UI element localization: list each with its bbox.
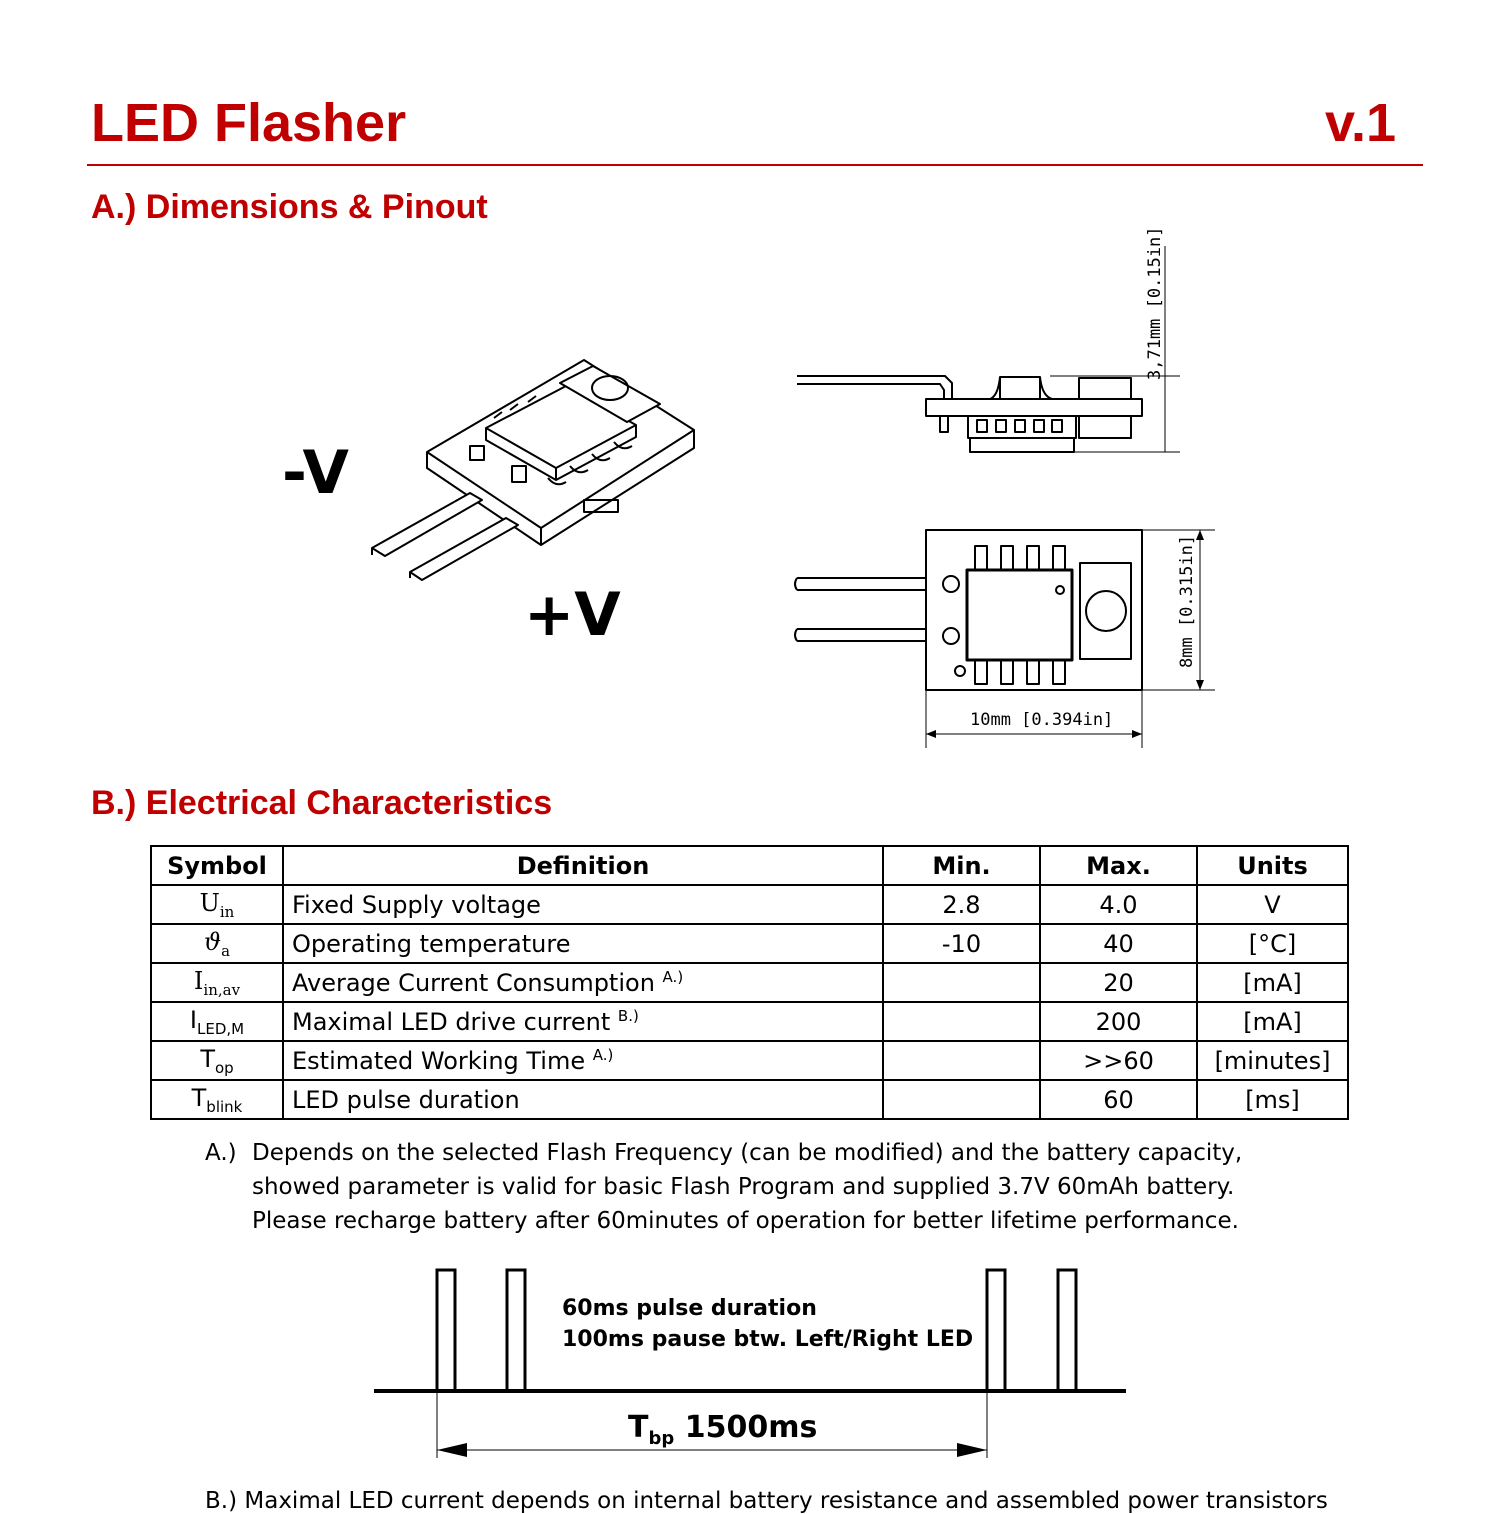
symbol-cell: Uin: [150, 884, 284, 925]
isometric-board-drawing: [371, 359, 695, 581]
definition-cell: LED pulse duration: [282, 1079, 884, 1120]
column-header-definition: Definition: [282, 845, 884, 886]
table-row: ϑa Operating temperature -10 40 [°C]: [150, 923, 1349, 964]
negative-pin-label: -V: [282, 438, 349, 508]
max-cell: 60: [1039, 1079, 1198, 1120]
units-cell: [minutes]: [1196, 1040, 1349, 1081]
period-label: Tbp 1500ms: [628, 1410, 818, 1449]
section-a-heading: A.) Dimensions & Pinout: [91, 188, 488, 226]
side-view-drawing: [797, 246, 1180, 453]
section-b-heading: B.) Electrical Characteristics: [91, 784, 553, 822]
min-cell: [882, 1040, 1041, 1081]
height-dimension-label: 3,71mm [0.15in]: [1145, 226, 1165, 380]
symbol-cell: Top: [150, 1040, 284, 1081]
definition-cell: Maximal LED drive current B.): [282, 1001, 884, 1042]
column-header-symbol: Symbol: [150, 845, 284, 886]
symbol-cell: Iin,av: [150, 962, 284, 1003]
footnote-marker: A.): [662, 968, 684, 986]
version-label: v.1: [1324, 93, 1396, 153]
positive-pin-label: +V: [524, 580, 621, 650]
units-cell: [°C]: [1196, 923, 1349, 964]
units-cell: V: [1196, 884, 1349, 925]
top-view-drawing: [794, 529, 1215, 748]
min-cell: [882, 962, 1041, 1003]
max-cell: >>60: [1039, 1040, 1198, 1081]
title-divider: [87, 164, 1423, 166]
units-cell: [ms]: [1196, 1079, 1349, 1120]
definition-cell: Operating temperature: [282, 923, 884, 964]
column-header-max: Max.: [1039, 845, 1198, 886]
table-row: Iin,av Average Current Consumption A.) 2…: [150, 962, 1349, 1003]
table-row: Top Estimated Working Time A.) >>60 [min…: [150, 1040, 1349, 1081]
timing-diagram: [374, 1268, 1126, 1458]
table-row: Tblink LED pulse duration 60 [ms]: [150, 1079, 1349, 1120]
pause-duration-label: 100ms pause btw. Left/Right LED: [562, 1327, 974, 1352]
width-dimension-label: 10mm [0.394in]: [970, 710, 1113, 730]
units-cell: [mA]: [1196, 1001, 1349, 1042]
max-cell: 200: [1039, 1001, 1198, 1042]
pulse-duration-label: 60ms pulse duration: [562, 1296, 817, 1321]
max-cell: 4.0: [1039, 884, 1198, 925]
table-row: ILED,M Maximal LED drive current B.) 200…: [150, 1001, 1349, 1042]
symbol-cell: ϑa: [150, 923, 284, 964]
min-cell: [882, 1001, 1041, 1042]
min-cell: 2.8: [882, 884, 1041, 925]
symbol-cell: Tblink: [150, 1079, 284, 1120]
symbol-cell: ILED,M: [150, 1001, 284, 1042]
min-cell: [882, 1079, 1041, 1120]
page-title: LED Flasher: [91, 93, 407, 153]
definition-cell: Average Current Consumption A.): [282, 962, 884, 1003]
footnote-a-text: Depends on the selected Flash Frequency …: [252, 1140, 1243, 1234]
footnote-marker: A.): [592, 1046, 614, 1064]
electrical-characteristics-table: Symbol Definition Min. Max. Units Uin Fi…: [150, 845, 1349, 1120]
column-header-units: Units: [1196, 845, 1349, 886]
max-cell: 40: [1039, 923, 1198, 964]
units-cell: [mA]: [1196, 962, 1349, 1003]
min-cell: -10: [882, 923, 1041, 964]
footnote-b: B.) Maximal LED current depends on inter…: [205, 1488, 1328, 1514]
table-header-row: Symbol Definition Min. Max. Units: [150, 845, 1349, 886]
max-cell: 20: [1039, 962, 1198, 1003]
footnote-a-label: A.): [205, 1140, 237, 1166]
footnote-marker: B.): [617, 1007, 639, 1025]
footnote-a: A.) Depends on the selected Flash Freque…: [205, 1136, 1315, 1238]
column-header-min: Min.: [882, 845, 1041, 886]
definition-cell: Estimated Working Time A.): [282, 1040, 884, 1081]
depth-dimension-label: 8mm [0.315in]: [1177, 535, 1197, 668]
table-row: Uin Fixed Supply voltage 2.8 4.0 V: [150, 884, 1349, 925]
definition-cell: Fixed Supply voltage: [282, 884, 884, 925]
